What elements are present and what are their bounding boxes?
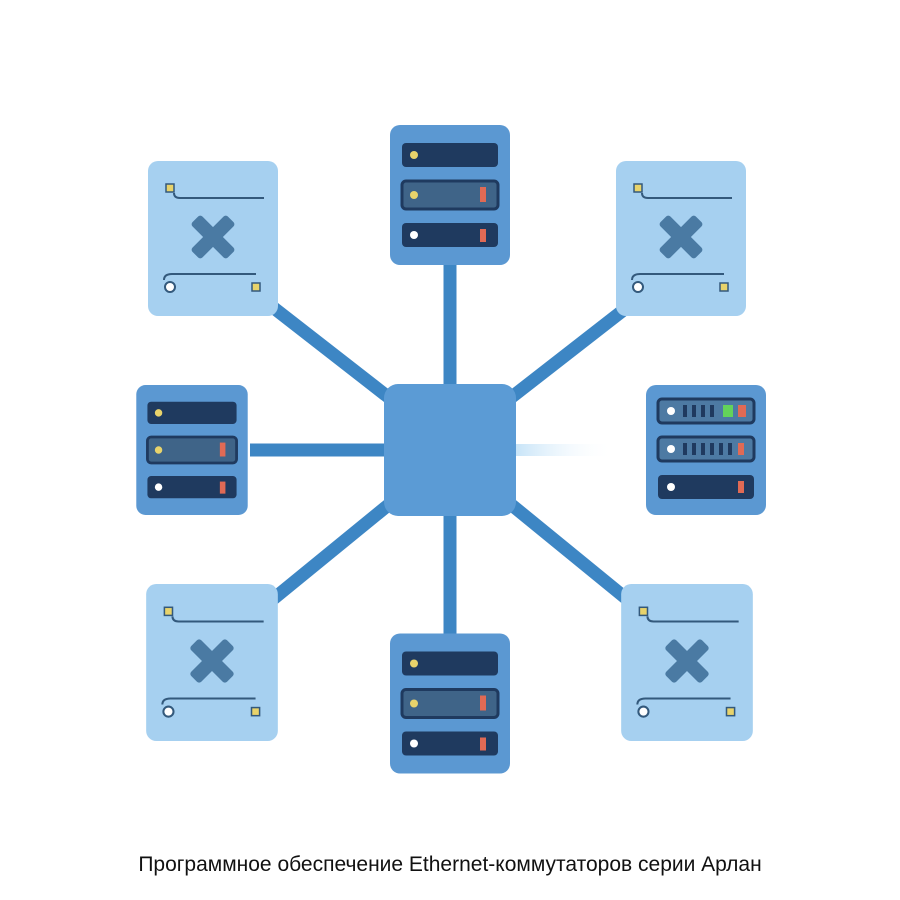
patch-panel-top-left (146, 161, 280, 316)
link-bottom-right (503, 496, 633, 606)
patch-panel-top-right (614, 161, 748, 316)
link-bottom-left (267, 496, 397, 606)
link-top-right (504, 299, 634, 406)
link-top-left (266, 299, 396, 406)
patch-panel-bottom-right (620, 584, 754, 741)
patch-panel-bottom-left (145, 584, 279, 741)
links (250, 262, 634, 635)
server-rack-left (134, 385, 250, 515)
network-switch-hub (384, 384, 516, 516)
server-rack-bottom (390, 632, 510, 775)
link-right-glow (514, 444, 614, 456)
diagram-caption: Программное обеспечение Ethernet-коммута… (138, 853, 762, 876)
managed-switch-right (646, 385, 766, 515)
server-rack-top (390, 125, 510, 265)
